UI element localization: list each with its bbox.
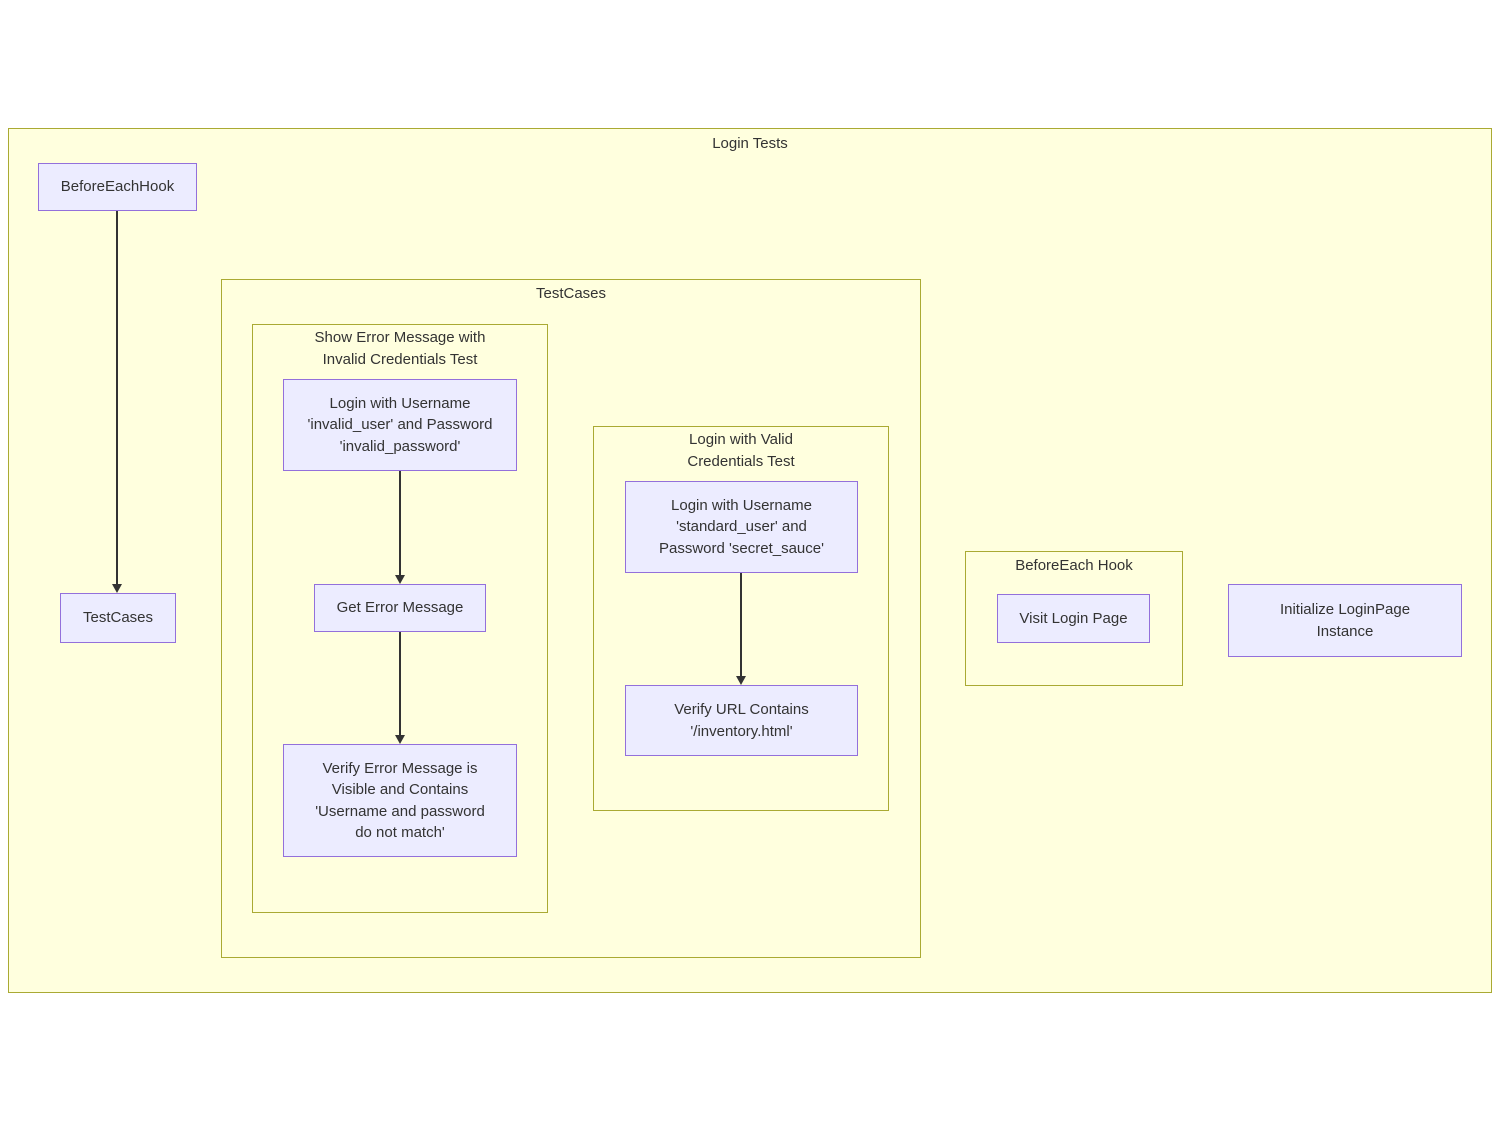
edge-arrowhead-icon [395, 735, 405, 744]
node-beforeeachhook: BeforeEachHook [38, 163, 197, 211]
node-login-invalid-credentials: Login with Username 'invalid_user' and P… [283, 379, 517, 471]
edge-arrowhead-icon [112, 584, 122, 593]
node-verify-error-message: Verify Error Message is Visible and Cont… [283, 744, 517, 857]
edge-beforeeachhook-to-testcases [116, 211, 118, 585]
edge-loginvalid-to-verifyurl [740, 573, 742, 677]
edge-logininvalid-to-geterror [399, 471, 401, 576]
edge-arrowhead-icon [736, 676, 746, 685]
edge-arrowhead-icon [395, 575, 405, 584]
subgraph-testcases-label: TestCases [535, 285, 607, 302]
node-get-error-message: Get Error Message [314, 584, 486, 632]
node-login-valid-credentials: Login with Username 'standard_user' and … [625, 481, 858, 573]
node-initialize-loginpage: Initialize LoginPage Instance [1228, 584, 1462, 657]
subgraph-valid-credentials-test-label: Login with Valid Credentials Test [687, 431, 795, 470]
node-testcases: TestCases [60, 593, 176, 643]
subgraph-login-tests-label: Login Tests [712, 135, 788, 152]
node-verify-url: Verify URL Contains '/inventory.html' [625, 685, 858, 756]
edge-geterror-to-verifyerror [399, 632, 401, 736]
subgraph-beforeeach-hook-label: BeforeEach Hook [1015, 557, 1133, 574]
node-visit-login-page: Visit Login Page [997, 594, 1150, 643]
subgraph-invalid-credentials-test-label: Show Error Message with Invalid Credenti… [314, 329, 486, 368]
